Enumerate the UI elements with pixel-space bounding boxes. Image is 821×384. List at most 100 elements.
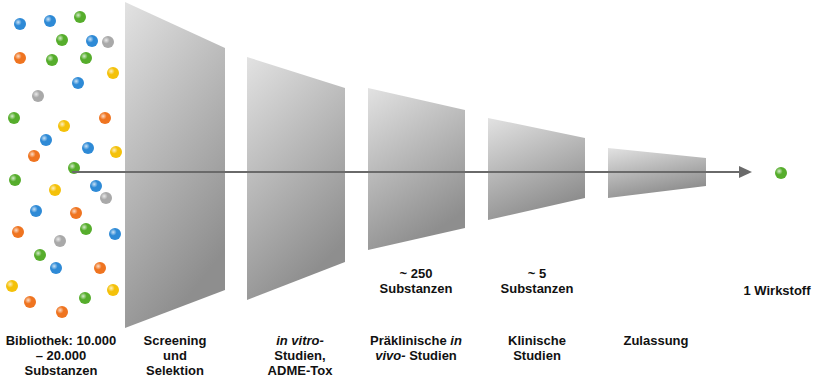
substance-dot (79, 292, 91, 304)
stage-node: ~ 5 SubstanzenKlinische Studien (488, 0, 585, 384)
dot-highlight (34, 249, 46, 261)
dot-highlight (775, 167, 787, 179)
dot-highlight (9, 174, 21, 186)
substance-dot (109, 228, 121, 240)
dot-highlight (56, 34, 68, 46)
dot-highlight (54, 235, 66, 247)
substance-dot (99, 112, 111, 124)
dot-highlight (80, 52, 92, 64)
active-substance-dot (775, 167, 787, 179)
funnel-stage (368, 0, 465, 384)
stage-label: ~ 5 Substanzen (495, 266, 579, 296)
dot-highlight (14, 18, 26, 30)
dot-highlight (56, 306, 68, 318)
dot-highlight (46, 54, 58, 66)
substance-dot (58, 120, 70, 132)
dot-highlight (12, 226, 24, 238)
substance-dot (80, 223, 92, 235)
substance-dot (107, 67, 119, 79)
dot-highlight (70, 207, 82, 219)
substance-dot (100, 192, 112, 204)
funnel-trapezoid (125, 2, 225, 328)
substance-dot (46, 54, 58, 66)
substance-dot (14, 52, 26, 64)
dot-highlight (44, 15, 56, 27)
substance-dot (56, 34, 68, 46)
substance-dot (44, 15, 56, 27)
dot-highlight (100, 192, 112, 204)
substance-dot (34, 249, 46, 261)
stage-label: Zulassung (611, 333, 701, 348)
dot-highlight (79, 292, 91, 304)
substance-dot (70, 207, 82, 219)
substance-dot (110, 146, 122, 158)
substance-dot (80, 52, 92, 64)
substance-dot (107, 284, 119, 296)
dot-highlight (72, 77, 84, 89)
substance-dot (50, 262, 62, 274)
substance-dot (49, 184, 61, 196)
stage-node: in vitro- Studien, ADME-Tox (247, 0, 345, 384)
dot-highlight (30, 205, 42, 217)
substance-dot (56, 306, 68, 318)
funnel-trapezoid (488, 118, 585, 220)
substance-dot (54, 235, 66, 247)
funnel-stage (488, 0, 585, 384)
dot-highlight (80, 223, 92, 235)
dot-highlight (99, 112, 111, 124)
arrow-shaft (72, 171, 742, 173)
dot-highlight (107, 67, 119, 79)
dot-highlight (32, 90, 44, 102)
arrow-head (739, 166, 752, 178)
substance-dot (90, 180, 102, 192)
dot-highlight (14, 52, 26, 64)
dot-highlight (94, 262, 106, 274)
substance-dot (24, 296, 36, 308)
result-label: 1 Wirkstoff (737, 283, 817, 298)
stage-node: Zulassung (608, 0, 706, 384)
substance-dot (8, 112, 20, 124)
dot-highlight (58, 120, 70, 132)
substance-dot (40, 134, 52, 146)
funnel-trapezoid (368, 88, 465, 250)
funnel-stage (247, 0, 345, 384)
stage-node: Screening und Selektion (125, 0, 225, 384)
stage-label: in vitro- Studien, ADME-Tox (258, 333, 342, 378)
substance-dot (102, 36, 114, 48)
funnel-stage (125, 0, 225, 384)
stage-label: Screening und Selektion (133, 333, 217, 378)
dot-highlight (90, 180, 102, 192)
dot-highlight (74, 11, 86, 23)
dot-highlight (82, 142, 94, 154)
dot-highlight (109, 228, 121, 240)
substance-dot (82, 142, 94, 154)
funnel-trapezoid (247, 57, 345, 300)
substance-dot (86, 35, 98, 47)
dot-highlight (28, 150, 40, 162)
substance-dot (12, 226, 24, 238)
substance-dot (94, 262, 106, 274)
dot-highlight (40, 134, 52, 146)
dot-highlight (24, 296, 36, 308)
substance-dot (14, 18, 26, 30)
funnel-stage (608, 0, 706, 384)
substance-dot (9, 174, 21, 186)
substance-dot (32, 90, 44, 102)
dot-highlight (50, 262, 62, 274)
dot-highlight (49, 184, 61, 196)
dot-highlight (8, 112, 20, 124)
substance-dot (6, 280, 18, 292)
substance-dot (74, 11, 86, 23)
dot-highlight (86, 35, 98, 47)
dot-highlight (107, 284, 119, 296)
stage-node: ~ 250 SubstanzenPräklinische in vivo- St… (368, 0, 465, 384)
substance-dot (72, 77, 84, 89)
stage-label: ~ 250 Substanzen (374, 266, 458, 296)
substance-dot (30, 205, 42, 217)
stage-label: Klinische Studien (495, 333, 579, 363)
stage-label: Präklinische in vivo- Studien (368, 333, 464, 363)
dot-highlight (6, 280, 18, 292)
dot-highlight (110, 146, 122, 158)
substance-dot (28, 150, 40, 162)
